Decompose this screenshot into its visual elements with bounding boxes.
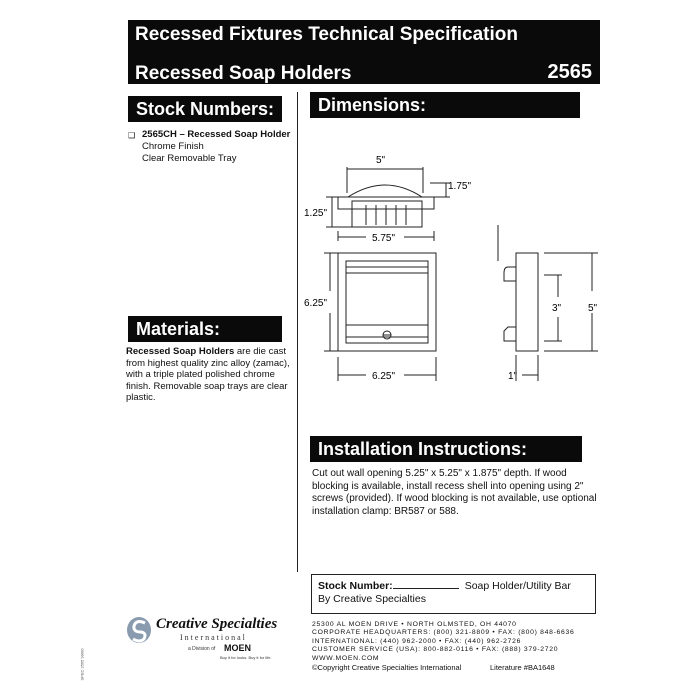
checkbox-bullet-icon: ❑ [128,131,136,140]
stock-number-description: Soap Holder/Utility Bar [464,580,571,592]
website: WWW.MOEN.COM [312,654,380,662]
side-code-text: SPEC 2565 99/00 [79,648,85,681]
dimensions-heading: Dimensions: [310,92,580,118]
installation-heading: Installation Instructions: [310,436,582,462]
stock-item-tray: Clear Removable Tray [142,153,237,164]
stock-item-name: 2565CH – Recessed Soap Holder [142,129,291,140]
address-line-2: CORPORATE HEADQUARTERS: (800) 321-8809 •… [312,629,575,637]
stock-number-label: Stock Number: [318,580,393,592]
stock-item-finish: Chrome Finish [142,141,204,152]
logo-division: a Division of [188,646,216,652]
stock-number-line2: By Creative Specialties [318,593,426,605]
title-banner: Recessed Fixtures Technical Specificatio… [128,20,600,84]
dim-top-width: 5" [376,155,386,166]
creative-specialties-logo: Creative Specialties International a Div… [124,608,294,668]
dim-front-width: 6.25" [372,371,395,382]
installation-text: Cut out wall opening 5.25" x 5.25" x 1.8… [312,468,597,517]
copyright: ©Copyright Creative Specialties Internat… [312,663,462,672]
side-code: SPEC 2565 99/00 [80,640,94,695]
dimension-drawing: 5" 1.75" 1.25" 5.75" 6.25" 6.25" 3" 5" 1… [304,155,598,382]
materials-heading: Materials: [128,316,282,342]
moen-wordmark: MOEN [224,643,251,653]
dim-side-outer: 5" [588,303,598,314]
stock-numbers-heading: Stock Numbers: [128,96,282,122]
document-title: Recessed Fixtures Technical Specificatio… [135,24,518,45]
dim-dome-height: 1.75" [448,181,471,192]
dim-side-inner: 3" [552,303,562,314]
swirl-logo-icon [127,617,151,643]
dim-depth: 1.25" [304,208,327,219]
address-line-3: INTERNATIONAL: (440) 962-2000 • FAX: (44… [312,637,522,645]
address-block: 25300 AL MOEN DRIVE • NORTH OLMSTED, OH … [312,621,602,663]
logo-international: International [180,633,247,642]
logo-brand: Creative Specialties [156,616,278,632]
moen-tagline: Buy it for looks. Buy it for life. [220,655,272,660]
literature-number: Literature #BA1648 [490,663,555,672]
materials-text: Recessed Soap Holders are die cast from … [126,346,292,404]
model-number: 2565 [547,61,593,83]
materials-body: are die cast from highest quality zinc a… [126,346,290,403]
dim-flange-width: 5.75" [372,233,395,244]
address-line-1: 25300 AL MOEN DRIVE • NORTH OLMSTED, OH … [312,621,517,628]
stock-number-box: Stock Number: Soap Holder/Utility Bar By … [311,574,596,614]
dim-front-height: 6.25" [304,298,327,309]
materials-lead: Recessed Soap Holders [126,346,235,357]
document-subtitle: Recessed Soap Holders [135,63,352,84]
dim-side-depth: 1" [508,371,518,382]
address-line-4: CUSTOMER SERVICE (USA): 800-882-0116 • F… [312,646,559,654]
column-divider [297,92,298,572]
stock-number-blank [392,580,459,589]
